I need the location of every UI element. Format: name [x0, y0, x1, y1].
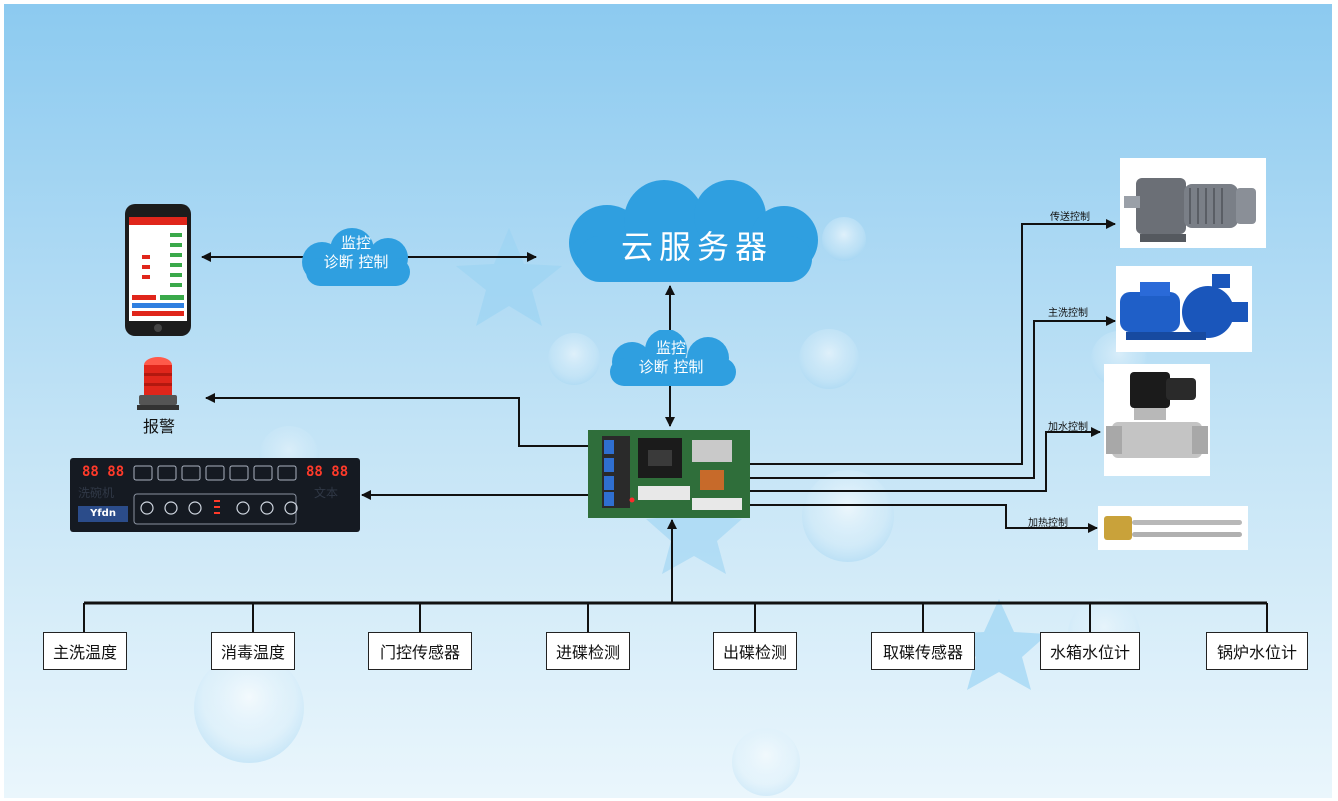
solenoid-valve-icon: [1106, 372, 1208, 458]
output-link-fillwater: [750, 427, 1101, 492]
link-top-text: 监控 诊断 控制: [292, 234, 420, 272]
sensor-box-boiler-level: 锅炉水位计: [1206, 632, 1308, 670]
gear-motor-image: [1120, 158, 1266, 248]
star-decor: [456, 228, 562, 326]
output-label-fillwater: 加水控制: [1048, 422, 1088, 433]
bubble-decor: [732, 728, 800, 796]
panel-display-left: 88 88: [82, 464, 125, 480]
link-mid-line2: 诊断 控制: [638, 358, 704, 376]
panel-buttons: [133, 465, 298, 525]
link-top-line2: 诊断 控制: [323, 253, 389, 271]
bubble-decor: [548, 333, 600, 385]
water-pump-image: [1116, 266, 1252, 352]
output-label-conveyor: 传送控制: [1050, 212, 1090, 223]
control-board-icon: [588, 430, 750, 518]
output-label-mainwash: 主洗控制: [1048, 308, 1088, 319]
output-link-mainwash: [750, 316, 1116, 479]
alarm-light-icon: [137, 357, 179, 410]
output-link-conveyor: [750, 219, 1116, 465]
cloud-server-icon: [569, 180, 818, 282]
heater-image: [1098, 506, 1248, 550]
board-alarm-link: [205, 393, 588, 447]
sensor-box-dish-pickup: 取碟传感器: [871, 632, 975, 670]
link-cloud-icon: [610, 330, 736, 386]
bubble-decor: [802, 470, 894, 562]
alarm-label: 报警: [142, 417, 175, 436]
gear-motor-icon: [1124, 178, 1256, 242]
heater-icon: [1104, 516, 1242, 540]
panel-brand-logo: Yfdn: [78, 506, 128, 522]
panel-display-right: 88 88: [306, 464, 349, 480]
link-top-line1: 监控: [340, 234, 371, 252]
panel-text-left: 洗碗机: [78, 486, 115, 500]
water-pump-icon: [1120, 274, 1248, 340]
star-decor: [646, 484, 742, 574]
output-link-heater: [750, 504, 1098, 533]
sensor-box-dish-out: 出碟检测: [713, 632, 797, 670]
control-panel: 88 88 88 88 洗碗机 文本 Yfdn: [70, 458, 360, 532]
solenoid-valve-image: [1104, 364, 1210, 476]
link-mid-line1: 监控: [655, 339, 686, 357]
cloud-server-label: 云服务器: [620, 228, 773, 266]
sensor-box-disinfect-temp: 消毒温度: [211, 632, 295, 670]
sensor-box-door-sensor: 门控传感器: [368, 632, 472, 670]
bubble-decor: [799, 329, 859, 389]
sensor-box-tank-level: 水箱水位计: [1040, 632, 1140, 670]
smartphone-icon: [125, 204, 191, 336]
link-mid-text: 监控 诊断 控制: [598, 339, 744, 377]
bubble-decor: [822, 217, 866, 261]
output-label-heater: 加热控制: [1028, 518, 1068, 529]
sensor-box-dish-in: 进碟检测: [546, 632, 630, 670]
link-cloud-icon: [302, 228, 410, 286]
bubble-decor: [194, 653, 304, 763]
panel-text-right: 文本: [314, 486, 339, 500]
sensor-box-main-wash-temp: 主洗温度: [43, 632, 127, 670]
